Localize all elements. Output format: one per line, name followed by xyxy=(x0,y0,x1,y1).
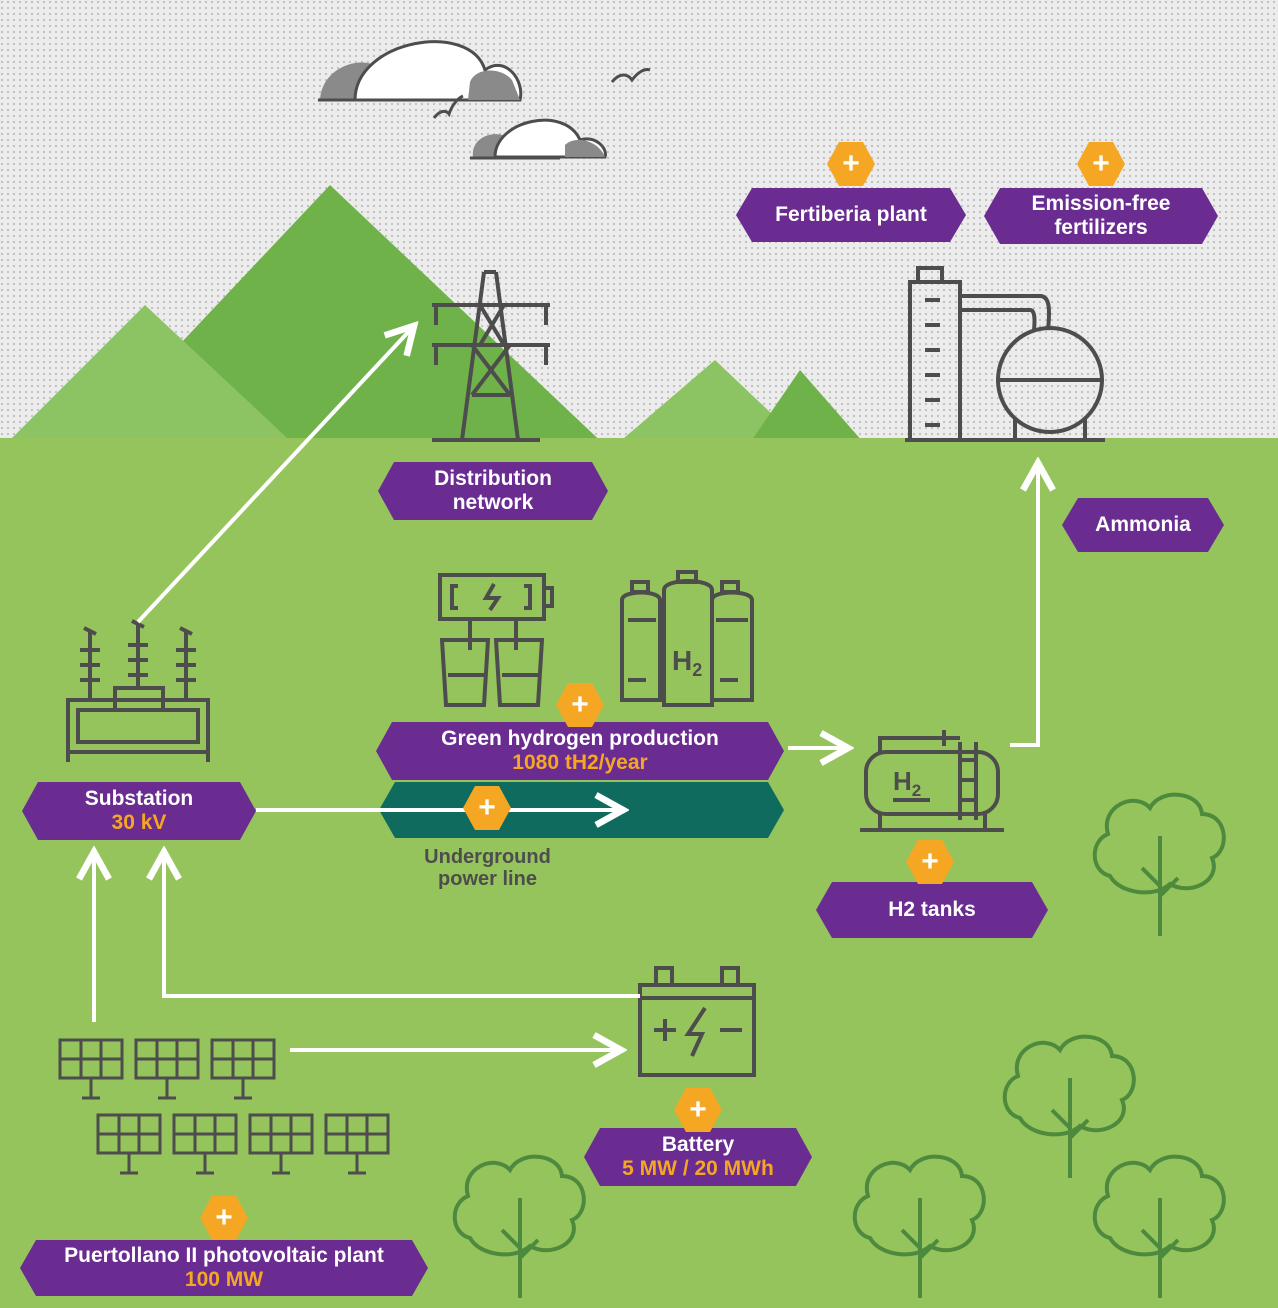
h2-cylinder-label: H2 xyxy=(672,645,702,680)
hydrogen-tank-icon xyxy=(860,730,1004,832)
battery-icon xyxy=(638,966,756,1077)
chemical-plant-icon xyxy=(905,266,1105,442)
mountain-left-front xyxy=(0,305,300,450)
arrow-icon xyxy=(94,328,1038,1050)
distribution-text: Distribution xyxy=(434,467,552,490)
battery-plus-icon[interactable]: + xyxy=(674,1088,722,1132)
bird-icon xyxy=(432,68,651,119)
network-text: network xyxy=(452,491,534,514)
pv-plant-label: Puertollano II photovoltaic plant 100 MW xyxy=(20,1240,428,1296)
substation-text: Substation xyxy=(84,787,194,810)
substation-icon xyxy=(66,619,210,762)
substation-value: 30 kV xyxy=(111,811,167,834)
fertiberia-plant-label: Fertiberia plant xyxy=(736,188,966,242)
fertiberia-plant-text: Fertiberia plant xyxy=(775,203,927,226)
green-hydrogen-label: Green hydrogen production 1080 tH2/year xyxy=(376,722,784,780)
pv-plant-plus-icon[interactable]: + xyxy=(200,1196,248,1240)
battery-value: 5 MW / 20 MWh xyxy=(622,1157,774,1180)
fertilizers-text: fertilizers xyxy=(1054,216,1148,239)
pv-plant-text: Puertollano II photovoltaic plant xyxy=(64,1244,384,1267)
distribution-network-label: Distribution network xyxy=(378,462,608,520)
cloud-icon xyxy=(318,40,523,102)
emission-free-text: Emission-free xyxy=(1031,192,1171,215)
h2-tank-label: H2 xyxy=(893,766,921,800)
power-line-text: power line xyxy=(438,868,537,890)
underground-text: Underground xyxy=(424,846,551,868)
ammonia-text: Ammonia xyxy=(1095,513,1191,536)
mountain-mid xyxy=(610,360,810,450)
ammonia-label: Ammonia xyxy=(1062,498,1224,552)
electrolyzer-icon xyxy=(438,573,554,707)
green-hydrogen-value: 1080 tH2/year xyxy=(512,751,648,774)
battery-label: Battery 5 MW / 20 MWh xyxy=(584,1128,812,1186)
cloud-icon xyxy=(470,118,607,160)
h2-tanks-text: H2 tanks xyxy=(888,898,976,921)
h2-tanks-label: H2 tanks xyxy=(816,882,1048,938)
battery-text: Battery xyxy=(661,1133,735,1156)
hydrogen-cylinders-icon xyxy=(620,570,754,707)
substation-label: Substation 30 kV xyxy=(22,782,256,840)
emission-free-fertilizers-label: Emission-free fertilizers xyxy=(984,188,1218,244)
power-tower-icon xyxy=(432,270,550,442)
green-hydrogen-text: Green hydrogen production xyxy=(441,727,719,750)
mountain-right xyxy=(745,370,870,450)
pv-plant-value: 100 MW xyxy=(184,1268,264,1291)
underground-power-line-text: Underground power line xyxy=(405,846,570,890)
